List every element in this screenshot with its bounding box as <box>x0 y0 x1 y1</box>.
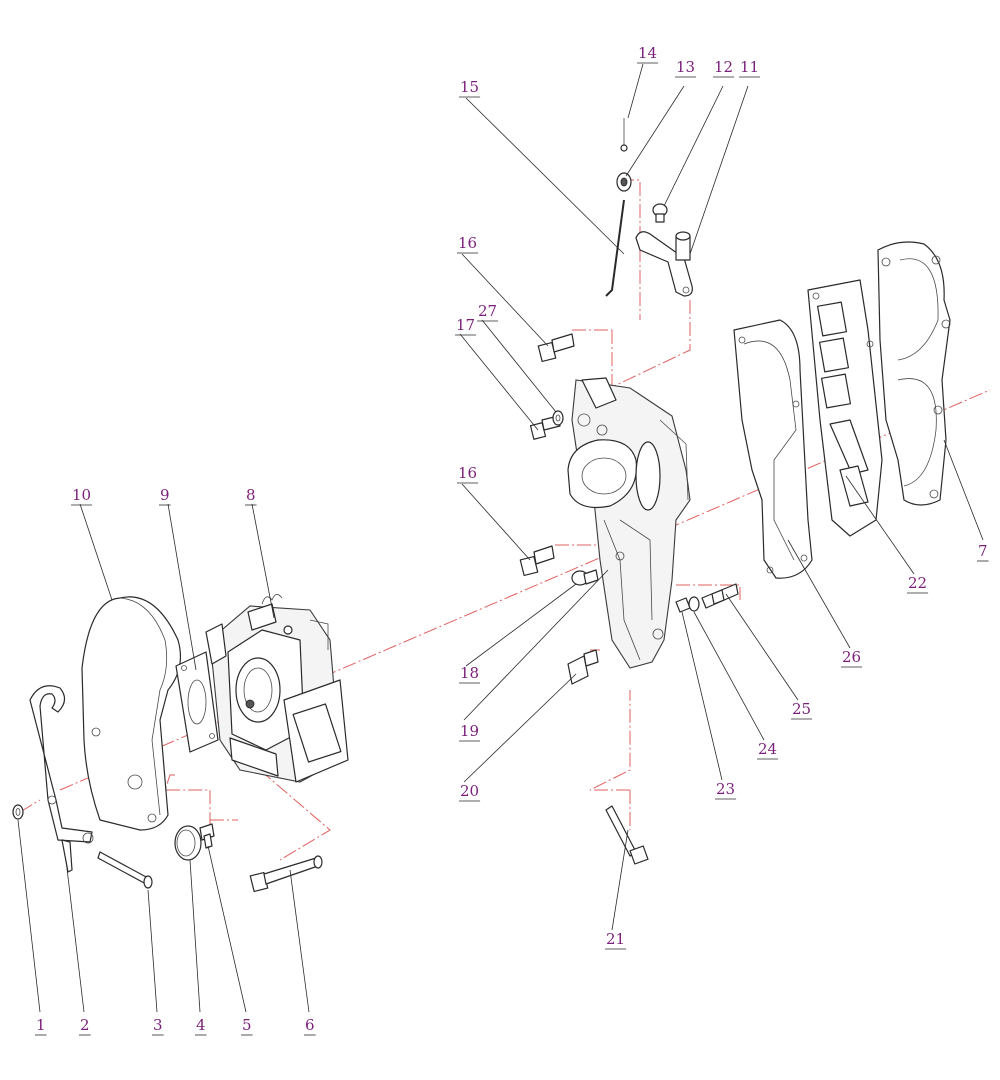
callout-25: 25 <box>792 700 811 718</box>
callout-3: 3 <box>153 1016 163 1034</box>
callout-11: 11 <box>740 58 759 76</box>
part-19-manifold <box>567 377 691 669</box>
callout-10: 10 <box>72 486 91 504</box>
callout-5: 5 <box>242 1016 252 1034</box>
part-5-bolt <box>199 823 215 849</box>
callout-16-lower: 16 <box>458 464 477 482</box>
callout-1: 1 <box>36 1016 46 1034</box>
callout-23: 23 <box>716 780 735 798</box>
part-10-cover <box>81 596 181 831</box>
part-9-gasket <box>175 651 219 753</box>
part-14-clip <box>620 118 628 152</box>
callout-19: 19 <box>460 722 479 740</box>
callout-27: 27 <box>478 302 497 320</box>
part-3-pin <box>97 851 153 889</box>
part-6-bolt <box>249 855 323 893</box>
callout-6: 6 <box>305 1016 315 1034</box>
part-8-carburetor <box>205 594 349 783</box>
part-16-bolt-lower <box>519 545 555 577</box>
callout-18: 18 <box>460 664 479 682</box>
callout-9: 9 <box>160 486 170 504</box>
callout-2: 2 <box>80 1016 90 1034</box>
callout-8: 8 <box>246 486 256 504</box>
part-12-screw <box>652 203 668 223</box>
part-2-bracket <box>29 685 94 873</box>
callout-26: 26 <box>842 648 861 666</box>
callout-labels: 1 2 3 4 5 6 7 8 9 10 11 12 13 14 15 16 1… <box>35 44 989 1036</box>
part-13-collar <box>616 172 632 192</box>
callout-17: 17 <box>456 316 475 334</box>
part-27-washer <box>552 410 564 426</box>
callout-7: 7 <box>978 542 988 560</box>
part-7-gasket <box>877 241 951 506</box>
part-23-nut <box>675 597 691 613</box>
part-16-bolt-upper <box>537 333 575 363</box>
callout-14: 14 <box>638 44 657 62</box>
callout-4: 4 <box>196 1016 206 1034</box>
leader-lines <box>17 63 984 1013</box>
part-4-cap <box>174 825 202 861</box>
part-21-bolt <box>605 805 649 865</box>
part-20-fitting <box>567 649 599 685</box>
callout-15: 15 <box>460 78 479 96</box>
callout-16-upper: 16 <box>458 234 477 252</box>
part-26-gasket <box>733 319 813 579</box>
callout-12: 12 <box>714 58 733 76</box>
part-1-ring <box>12 804 24 820</box>
callout-13: 13 <box>676 58 695 76</box>
part-24-washer <box>688 596 700 612</box>
callout-21: 21 <box>606 930 625 948</box>
part-15-link-rod <box>605 199 625 297</box>
callout-24: 24 <box>758 740 777 758</box>
part-25-stud <box>701 583 739 609</box>
part-22-reed-plate <box>807 279 883 537</box>
callout-22: 22 <box>908 574 927 592</box>
part-18-fitting <box>571 569 599 586</box>
callout-20: 20 <box>460 782 479 800</box>
part-11-lever <box>635 231 693 297</box>
